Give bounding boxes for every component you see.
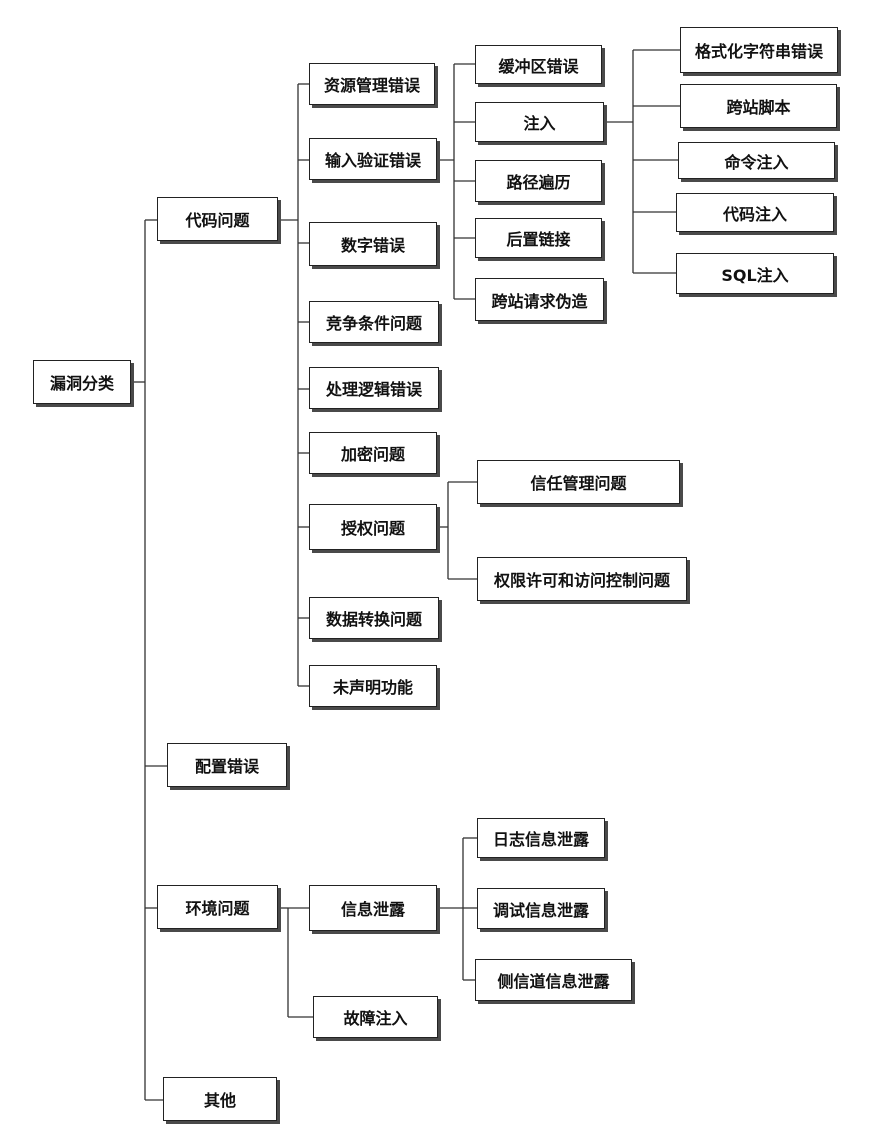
node-race-condition: 竞争条件问题: [309, 301, 439, 343]
node-label: 数字错误: [340, 236, 405, 255]
node-sql-injection: SQL注入: [676, 253, 834, 294]
node-label: 未声明功能: [332, 678, 413, 697]
node-information-leak: 信息泄露: [309, 885, 437, 931]
node-other: 其他: [163, 1077, 277, 1121]
node-undeclared-function: 未声明功能: [309, 665, 437, 707]
node-crypto-issue: 加密问题: [309, 432, 437, 474]
node-label: 加密问题: [340, 445, 405, 464]
node-fault-injection: 故障注入: [313, 996, 438, 1038]
node-label: 故障注入: [343, 1009, 408, 1028]
node-label: 处理逻辑错误: [325, 380, 422, 399]
node-format-string-error: 格式化字符串错误: [680, 27, 838, 73]
node-label: 数据转换问题: [325, 610, 422, 629]
node-label: 后置链接: [506, 230, 571, 249]
node-authorization-issue: 授权问题: [309, 504, 437, 550]
node-path-traversal: 路径遍历: [475, 160, 602, 202]
node-buffer-error: 缓冲区错误: [475, 45, 602, 84]
node-permission-access-control-issue: 权限许可和访问控制问题: [477, 557, 687, 601]
node-csrf: 跨站请求伪造: [475, 278, 604, 321]
node-injection: 注入: [475, 102, 604, 142]
node-label: 缓冲区错误: [498, 56, 579, 76]
node-data-conversion-issue: 数据转换问题: [309, 597, 439, 639]
node-label: 资源管理错误: [323, 76, 420, 95]
node-label: 跨站脚本: [726, 98, 791, 117]
node-numeric-error: 数字错误: [309, 222, 437, 266]
node-resource-management-error: 资源管理错误: [309, 63, 435, 105]
node-label: 注入: [523, 114, 556, 133]
node-label: 代码问题: [185, 211, 250, 230]
node-label: 跨站请求伪造: [491, 291, 588, 311]
node-label: 侧信道信息泄露: [497, 972, 610, 991]
node-label: 代码注入: [722, 204, 787, 224]
node-config-error: 配置错误: [167, 743, 287, 787]
node-label: 其他: [203, 1091, 236, 1110]
node-logic-error: 处理逻辑错误: [309, 367, 439, 409]
node-environment-issues: 环境问题: [157, 885, 278, 929]
node-vulnerability-classification: 漏洞分类: [33, 360, 131, 404]
node-input-validation-error: 输入验证错误: [309, 138, 437, 180]
node-label: 环境问题: [185, 899, 250, 918]
node-log-info-leak: 日志信息泄露: [477, 818, 605, 858]
node-label: 输入验证错误: [324, 151, 421, 170]
node-code-issues: 代码问题: [157, 197, 278, 241]
node-xss: 跨站脚本: [680, 84, 837, 128]
node-label: 授权问题: [340, 519, 405, 538]
node-label: 竞争条件问题: [325, 314, 422, 333]
node-label: 配置错误: [194, 757, 259, 776]
node-label: 信任管理问题: [530, 474, 627, 493]
node-label: 漏洞分类: [49, 374, 114, 393]
node-debug-info-leak: 调试信息泄露: [477, 888, 605, 929]
node-link-following: 后置链接: [475, 218, 602, 258]
node-code-injection: 代码注入: [676, 193, 834, 232]
node-label: 权限许可和访问控制问题: [493, 571, 670, 590]
node-trust-management-issue: 信任管理问题: [477, 460, 680, 504]
node-label: 日志信息泄露: [492, 830, 589, 849]
node-label: 信息泄露: [340, 900, 405, 919]
node-label: 路径遍历: [506, 173, 571, 192]
node-label: 格式化字符串错误: [694, 42, 823, 61]
node-side-channel-info-leak: 侧信道信息泄露: [475, 959, 632, 1001]
node-label: 调试信息泄露: [492, 900, 589, 920]
node-command-injection: 命令注入: [678, 142, 835, 179]
node-label: 命令注入: [724, 152, 789, 172]
node-label: SQL注入: [721, 265, 789, 285]
